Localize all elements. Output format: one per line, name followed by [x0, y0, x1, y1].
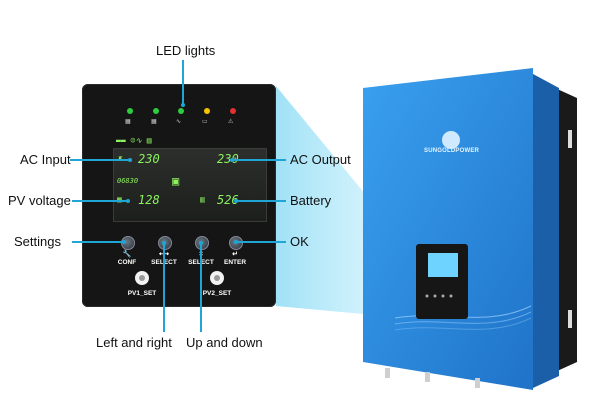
- pv1-set-label: PV1_SET: [127, 290, 157, 297]
- callout-up-down: Up and down: [186, 335, 263, 350]
- pv-voltage-leader-line: [72, 200, 128, 202]
- up-down-leader-dot: [199, 241, 203, 245]
- lcd-center-value: 06830: [117, 177, 139, 185]
- ok-leader-dot: [234, 240, 238, 244]
- lcd-inverter-icon: ▣: [172, 174, 180, 188]
- battery-led: [204, 108, 210, 114]
- warning-icon: ⚠: [228, 118, 234, 125]
- settings-leader-dot: [122, 240, 126, 244]
- ac-led: [178, 108, 184, 114]
- conf-button[interactable]: [121, 236, 135, 250]
- battery-leader-line: [236, 200, 286, 202]
- up-down-leader-line: [200, 244, 202, 332]
- pv1-icon: ▦: [125, 118, 131, 125]
- pv2-set-label: PV2_SET: [202, 290, 232, 297]
- solar-panel-icon: ▦: [117, 195, 122, 204]
- callout-pv-voltage: PV voltage: [8, 193, 71, 208]
- pv2-led: [153, 108, 159, 114]
- ac-input-leader-dot: [128, 158, 132, 162]
- left-right-leader-dot: [162, 241, 166, 245]
- callout-ac-output: AC Output: [290, 152, 351, 167]
- callout-led-lights: LED lights: [156, 43, 216, 58]
- lcd-ac-output-value: 230: [217, 152, 239, 166]
- callout-left-right: Left and right: [96, 335, 172, 350]
- battery-icon: ▭: [202, 118, 208, 125]
- brand-logo-text: SUNGOLDPOWER: [424, 148, 480, 154]
- lcd-battery-value: 526: [217, 193, 239, 207]
- callout-settings: Settings: [14, 234, 61, 249]
- ok-leader-line: [236, 241, 286, 243]
- lcd-pv-voltage-value: 128: [138, 193, 160, 207]
- pv2-icon: ▦: [151, 118, 157, 125]
- enter-label: ENTER: [223, 259, 247, 266]
- led-leader-dot: [181, 103, 185, 107]
- callout-ac-input: AC Input: [20, 152, 71, 167]
- wrench-icon: 🔧: [122, 251, 132, 258]
- pv2-set-knob[interactable]: [210, 271, 224, 285]
- lcd-top-icons: ▬▬ ☺∿ ▥: [116, 136, 152, 145]
- callout-ok: OK: [290, 234, 309, 249]
- sine-wave-icon: ∿: [176, 118, 182, 125]
- grid-tower-icon: ♜: [117, 154, 122, 163]
- pv1-set-knob[interactable]: [135, 271, 149, 285]
- fault-led: [230, 108, 236, 114]
- enter-arrow-icon: ↵: [232, 251, 238, 258]
- battery-leader-dot: [234, 199, 238, 203]
- inverter-device: [363, 68, 577, 390]
- conf-label: CONF: [117, 259, 137, 266]
- ac-output-leader-dot: [230, 158, 234, 162]
- pv-voltage-leader-dot: [126, 199, 130, 203]
- callout-battery: Battery: [290, 193, 332, 208]
- pv1-led: [127, 108, 133, 114]
- ac-output-leader-line: [232, 159, 286, 161]
- ac-input-leader-line: [70, 159, 130, 161]
- settings-leader-line: [72, 241, 124, 243]
- led-leader-line: [182, 60, 184, 106]
- lcd-battery-icon: ▥: [200, 195, 205, 204]
- left-right-leader-line: [163, 244, 165, 332]
- lcd-ac-input-value: 230: [138, 152, 160, 166]
